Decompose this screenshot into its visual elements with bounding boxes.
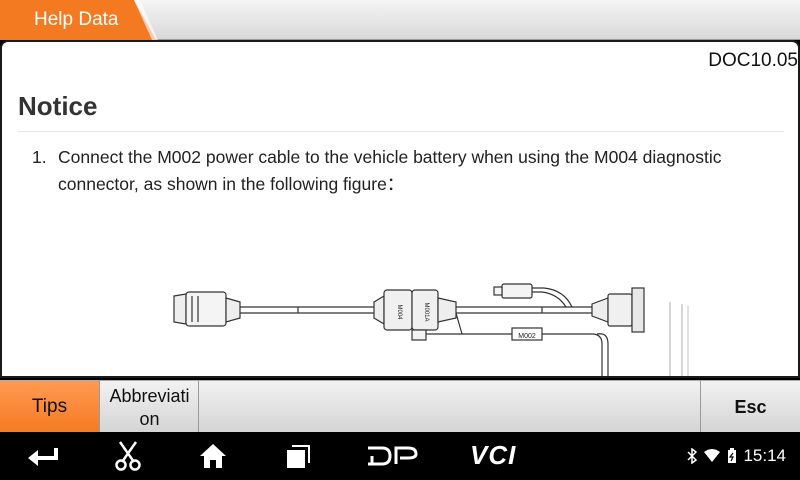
list-item-text: Connect the M002 power cable to the vehi… (58, 147, 722, 194)
tips-button-label: Tips (31, 396, 68, 417)
esc-button[interactable]: Esc (700, 381, 800, 433)
doc-id: DOC10.05 (708, 50, 798, 71)
bluetooth-icon (687, 448, 698, 464)
diagram-label-m001a: M001A (423, 302, 429, 321)
recent-apps-icon[interactable] (284, 444, 312, 470)
system-navbar: VCI 15:14 (0, 432, 800, 480)
notice-title: Notice (18, 91, 98, 121)
battery-icon (728, 448, 737, 463)
cable-diagram: M002 M004 M001A (173, 283, 689, 376)
page-title: Help Data (34, 9, 119, 30)
help-content[interactable]: DOC10.05 Notice 1. Connect the M002 powe… (0, 40, 800, 378)
back-icon[interactable] (26, 444, 60, 468)
clock: 15:14 (743, 446, 786, 465)
esc-button-label: Esc (734, 396, 767, 417)
vci-logo-icon[interactable]: VCI (470, 440, 517, 470)
diagram-label-m004: M004 (396, 304, 402, 320)
scissors-icon[interactable] (114, 440, 142, 472)
wifi-icon (704, 449, 721, 462)
header-bar: Help Data (0, 0, 800, 40)
divider (18, 131, 784, 132)
diagram-label-m002: M002 (518, 333, 536, 340)
dp-logo-icon[interactable] (366, 444, 418, 468)
status-area: 15:14 (687, 446, 786, 466)
list-item-number: 1. (32, 147, 47, 167)
home-icon[interactable] (198, 442, 228, 470)
header-tab: Help Data (0, 0, 158, 40)
tips-button[interactable]: Tips (0, 381, 100, 433)
